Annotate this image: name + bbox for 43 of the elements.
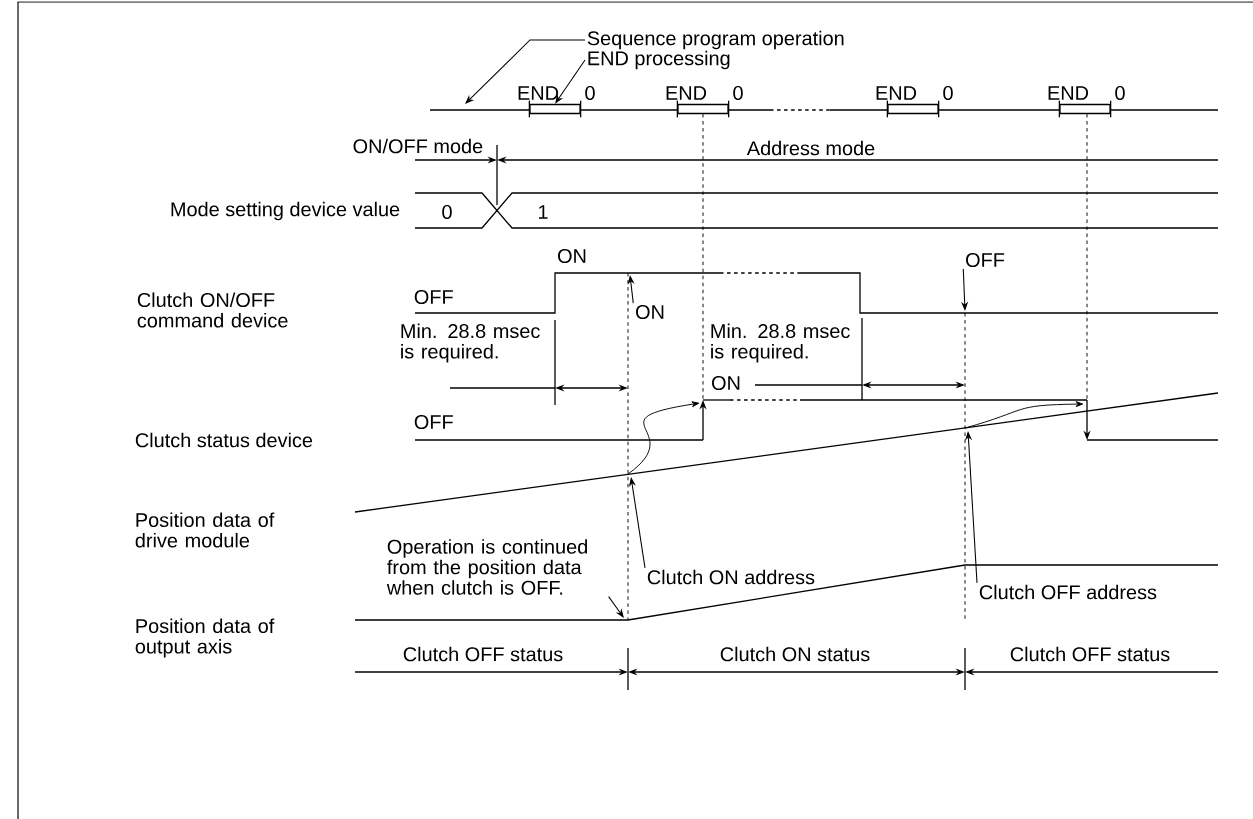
- state-label: ON: [712, 375, 740, 391]
- annotation-text: Sequence program operation: [587, 30, 844, 50]
- marker-label: END: [666, 86, 707, 100]
- state-label: ON: [558, 248, 586, 264]
- signal-label: Mode setting device value: [171, 201, 400, 221]
- mode-label: ON/OFF mode: [353, 138, 483, 154]
- state-label: OFF: [414, 289, 453, 305]
- value-label: 0: [442, 204, 452, 220]
- leader-line: [628, 477, 646, 569]
- timing-note: Min. 28.8 msec is required.: [711, 323, 850, 363]
- signal-label: Clutch status device: [135, 432, 313, 448]
- end-processing-box: [676, 100, 730, 118]
- status-label: Clutch OFF status: [1010, 646, 1170, 662]
- annotation-text: Clutch OFF address: [979, 584, 1157, 600]
- annotation-text: OFF: [966, 252, 1005, 268]
- mode-label: Address mode: [746, 140, 875, 156]
- annotation-text: ON: [636, 304, 664, 320]
- end-processing-box: [886, 100, 940, 118]
- marker-label: END: [518, 86, 559, 100]
- signal-label: Position data of drive module: [135, 512, 275, 548]
- marker-label: END: [1048, 86, 1089, 100]
- annotation-text: END processing: [588, 50, 730, 70]
- status-label: Clutch OFF status: [403, 646, 563, 662]
- leader-line: [608, 596, 624, 618]
- status-label: Clutch ON status: [720, 646, 870, 662]
- annotation-text: Operation is continued from the position data when clutch is OFF.: [386, 539, 587, 595]
- annotation-text: Clutch ON address: [647, 569, 815, 585]
- leader-line: [555, 59, 586, 104]
- timing-note: Min. 28.8 msec is required.: [401, 323, 540, 363]
- end-processing-box: [1058, 100, 1112, 118]
- value-label: 1: [539, 205, 548, 219]
- signal-label: Clutch ON/OFF command device: [137, 292, 288, 328]
- leader-line: [965, 431, 978, 584]
- state-label: OFF: [414, 414, 453, 430]
- marker-label: 0: [733, 85, 743, 101]
- marker-label: 0: [1115, 85, 1125, 101]
- signal-label: Position data of output axis: [135, 618, 275, 658]
- marker-label: 0: [585, 85, 595, 101]
- marker-label: 0: [943, 85, 953, 101]
- leader-line: [961, 268, 969, 311]
- leader-line: [465, 39, 586, 104]
- end-processing-box: [528, 100, 582, 118]
- marker-label: END: [876, 86, 917, 100]
